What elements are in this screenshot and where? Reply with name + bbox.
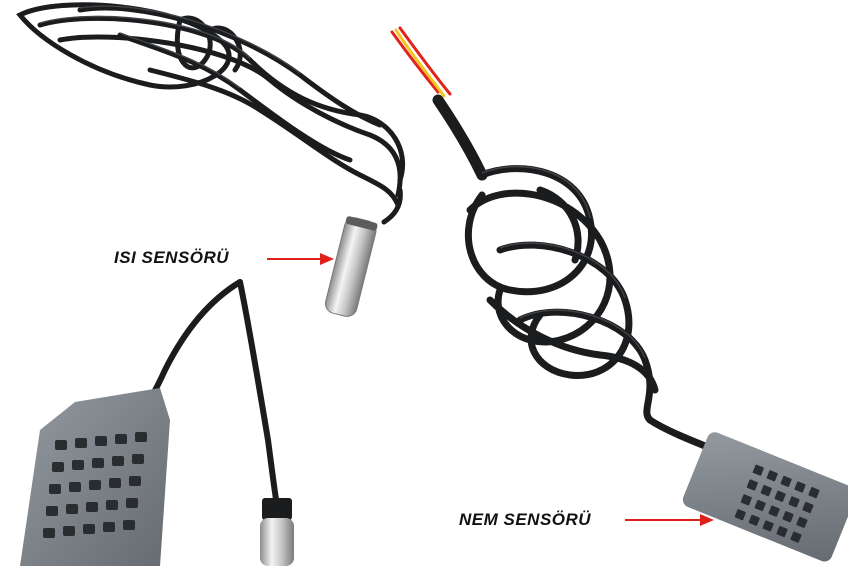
humidity-sensor-cable-coil — [464, 165, 659, 424]
temperature-sensor-lead — [381, 187, 403, 225]
temperature-probe — [324, 216, 378, 317]
coil-highlights — [481, 165, 646, 359]
isi-sensor-arrow — [267, 253, 334, 265]
humidity-sensor-sheath — [432, 94, 488, 181]
left-lower-probe — [260, 498, 294, 566]
humidity-sensor-label: NEM SENSÖRÜ — [459, 510, 592, 529]
cable-highlights — [39, 5, 301, 89]
temperature-sensor-label: ISI SENSÖRÜ — [114, 248, 230, 267]
right-housing-vents — [734, 464, 820, 543]
nem-sensor-arrow — [625, 514, 714, 526]
humidity-sensor-wires — [390, 26, 452, 98]
left-humidity-sensor-housing — [20, 388, 170, 566]
right-humidity-sensor-housing — [682, 432, 848, 562]
housing-vents — [43, 432, 147, 538]
